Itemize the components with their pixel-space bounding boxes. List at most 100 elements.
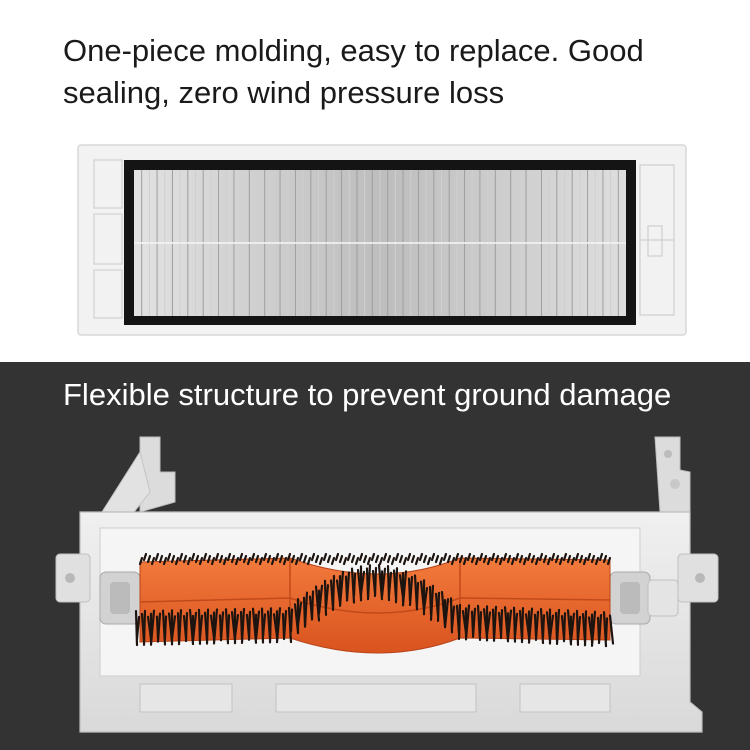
bristle <box>502 552 508 562</box>
bristle <box>597 613 603 645</box>
bristle <box>322 552 328 562</box>
bristle <box>218 554 224 564</box>
bristle <box>247 610 252 641</box>
bristle <box>538 552 544 562</box>
bristle <box>466 552 472 562</box>
housing-vents <box>139 683 611 713</box>
filter-caption: One-piece molding, easy to replace. Good… <box>63 30 723 114</box>
brush-caption: Flexible structure to prevent ground dam… <box>63 377 672 412</box>
bristle <box>182 554 188 564</box>
bristle <box>410 554 416 564</box>
bristle <box>174 556 180 566</box>
bristle <box>310 552 316 562</box>
bristle <box>146 554 152 564</box>
bristle <box>586 552 592 562</box>
bristle <box>387 571 393 596</box>
bristle <box>324 584 330 609</box>
bristle <box>478 610 483 636</box>
bristle <box>494 554 500 564</box>
bristle <box>578 554 584 564</box>
bristle <box>499 609 504 640</box>
bristle <box>166 552 172 562</box>
bristle <box>526 552 532 562</box>
bristle <box>520 607 525 644</box>
bristle <box>373 566 378 598</box>
bristle <box>608 614 615 645</box>
bristle <box>492 605 498 642</box>
bristle <box>238 552 244 562</box>
bristle <box>262 552 268 562</box>
bristle <box>394 552 400 562</box>
bristle <box>338 570 345 607</box>
bristle <box>514 552 520 562</box>
filter-latch <box>639 164 675 316</box>
bristle <box>386 554 392 564</box>
bristle <box>482 554 488 564</box>
bristle <box>156 612 162 643</box>
bristle <box>254 554 260 564</box>
bristle <box>406 552 412 562</box>
bristle <box>186 556 192 566</box>
bristle <box>570 556 576 566</box>
bristle <box>598 552 604 562</box>
bristle <box>378 556 384 566</box>
bristle <box>222 556 228 566</box>
bristle <box>382 552 388 562</box>
roller-brush-image <box>55 436 719 733</box>
bristle <box>546 556 552 566</box>
brush-left-axle <box>99 571 141 625</box>
bristle <box>258 556 264 566</box>
bristle <box>474 556 480 566</box>
bristle <box>230 554 236 564</box>
bristle <box>270 556 276 566</box>
bristle <box>366 564 372 601</box>
bristle <box>310 590 315 621</box>
bristle <box>150 556 156 566</box>
bristle <box>606 556 612 566</box>
bristle <box>358 552 364 562</box>
bristle <box>458 554 464 564</box>
bristle <box>314 585 321 622</box>
bristle <box>275 607 282 644</box>
bristle <box>530 554 536 564</box>
bristle <box>210 556 216 566</box>
bristle <box>438 556 444 566</box>
bristle <box>178 552 184 562</box>
bristle <box>135 615 141 641</box>
housing-left-bracket <box>101 436 176 518</box>
bristle <box>234 556 240 566</box>
bristle <box>555 608 561 646</box>
bristle <box>170 554 176 564</box>
bristle <box>278 554 284 564</box>
bristle <box>506 554 512 564</box>
bristle <box>282 609 288 641</box>
bristle <box>184 611 189 643</box>
bristle <box>566 554 572 564</box>
bristle <box>254 610 261 641</box>
bristle <box>302 554 308 564</box>
bristle <box>246 556 252 566</box>
bristle <box>338 554 344 564</box>
bristle <box>303 591 309 628</box>
bristle <box>326 554 332 564</box>
bristle <box>522 556 528 566</box>
bristle <box>370 552 376 562</box>
filter-caption-line-1: One-piece molding, easy to replace. Good <box>63 33 644 68</box>
bristle <box>434 554 440 564</box>
bristle <box>454 552 460 562</box>
bristle <box>198 556 204 566</box>
bristle <box>430 552 436 562</box>
bristle <box>306 556 312 566</box>
bristle <box>510 556 516 566</box>
bristle <box>226 552 232 562</box>
bristle <box>205 608 210 645</box>
bristle <box>443 598 450 629</box>
bristle <box>149 609 156 646</box>
bristle <box>542 554 548 564</box>
bristle <box>206 554 212 564</box>
bristle <box>422 586 429 612</box>
bristle <box>354 556 360 566</box>
bristle <box>194 554 200 564</box>
brush-feature-section: Flexible structure to prevent ground dam… <box>0 362 750 750</box>
